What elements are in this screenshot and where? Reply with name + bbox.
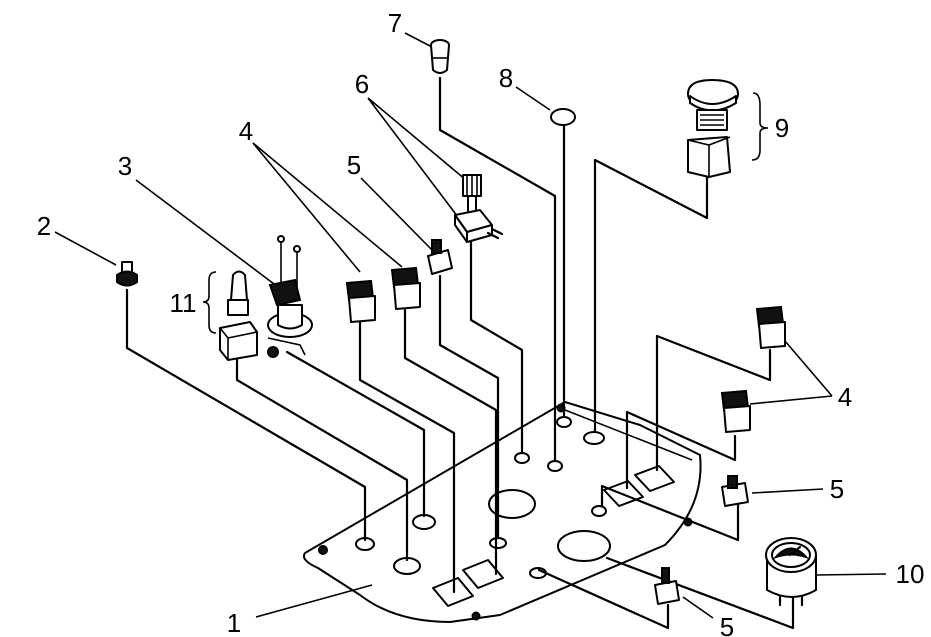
hole-estop-9 [583,431,605,445]
part-8-indicator-lens [550,108,576,126]
hole-indicator-7 [556,416,572,428]
callout-4-left: 4 [239,116,253,146]
cutout-rocker-b [462,559,504,589]
callout-9: 9 [775,113,789,143]
part-11-toggle-switch [219,270,258,361]
part-4-rocker-switch-middle [390,266,421,310]
base-panel [302,401,702,623]
hole-gauge-10 [557,530,611,562]
callout-leaders [54,32,887,619]
part-5-toggle-switch-bottom [654,567,680,605]
callout-5-right: 5 [830,474,844,504]
part-7-pilot-lamp [430,39,450,74]
part-4-rocker-switch-left [345,279,376,323]
assembly-lines [125,76,795,630]
part-5-toggle-switch-right [721,475,749,507]
hole-switch-5b [591,505,607,517]
callout-1: 1 [227,608,241,637]
callout-3: 3 [118,151,132,181]
part-5-toggle-switch-top [427,239,453,275]
part-4-rocker-switch-right-lower [720,389,751,433]
part-3-key-switch [267,235,313,358]
callout-4-right: 4 [838,382,852,412]
part-9-emergency-stop [687,79,739,178]
callout-labels: 1 2 3 4 4 5 5 5 6 7 8 9 10 11 [37,8,925,637]
callout-11: 11 [170,288,197,318]
callout-7: 7 [388,8,402,38]
cutout-rocker-d [634,465,675,492]
callout-5-bottom: 5 [720,612,734,637]
callout-2: 2 [37,211,51,241]
callout-6: 6 [355,69,369,99]
hole-pot-6 [514,452,530,464]
hole-small-a [489,537,507,549]
callout-5-top: 5 [347,150,361,180]
part-10-gauge [765,537,817,607]
hole-large-a [488,489,536,519]
callout-8: 8 [499,63,513,93]
part-6-potentiometer [454,174,504,243]
part-4-rocker-switch-right-upper [755,305,786,349]
part-2-indicator-lamp [116,261,138,287]
hole-indicator-8 [547,460,563,472]
callout-10: 10 [896,559,925,589]
